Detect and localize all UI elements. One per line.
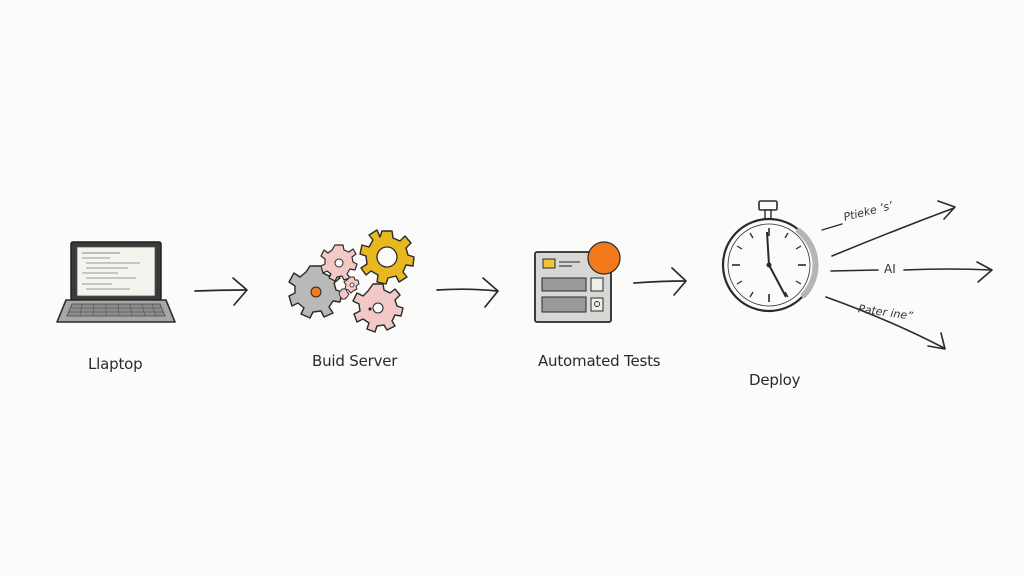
gears-icon xyxy=(288,229,415,333)
arrow-tests-to-deploy xyxy=(633,267,687,296)
output-arrow-bottom xyxy=(825,296,946,350)
output-arrow-middle xyxy=(830,261,993,283)
stage-label-automated-tests: Automated Tests xyxy=(538,352,661,370)
output-arrow-top xyxy=(821,200,956,257)
stopwatch-icon xyxy=(721,200,819,313)
stage-label-build-server: Buid Server xyxy=(312,352,398,370)
test-panel-icon xyxy=(534,251,612,323)
status-dot-icon xyxy=(587,241,621,275)
stage-label-deploy: Deploy xyxy=(749,371,801,389)
arrow-laptop-to-build xyxy=(194,277,248,306)
output-label-middle: AI xyxy=(884,262,896,276)
laptop-icon xyxy=(56,241,176,323)
stage-label-laptop: Llaptop xyxy=(88,355,143,373)
arrow-build-to-tests xyxy=(436,277,499,308)
